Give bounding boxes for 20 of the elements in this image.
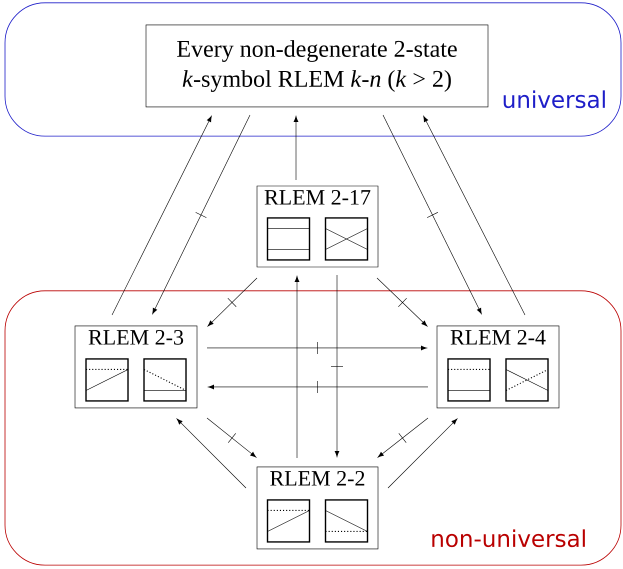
rlem-box: RLEM 2-3: [74, 326, 198, 408]
arrow: [376, 278, 428, 326]
arrow: [423, 116, 526, 316]
arrow: [208, 380, 428, 394]
statement-box: Every non-degenerate 2-state k-symbol RLEM k-n (k > 2): [146, 24, 488, 108]
arrow: [206, 418, 256, 458]
arrow: [382, 114, 482, 314]
arrow: [330, 274, 344, 457]
arrow: [112, 116, 212, 316]
arrow: [176, 418, 246, 488]
rlem-box: RLEM 2-17: [256, 186, 378, 268]
rlem-box: RLEM 2-2: [256, 466, 378, 550]
arrow: [208, 278, 258, 326]
arrow: [388, 418, 458, 488]
arrow: [294, 116, 298, 180]
arrow: [378, 418, 428, 458]
rlem-box: RLEM 2-4: [436, 326, 560, 408]
arrow: [206, 342, 427, 354]
arrow: [294, 276, 300, 458]
arrow: [152, 114, 250, 314]
